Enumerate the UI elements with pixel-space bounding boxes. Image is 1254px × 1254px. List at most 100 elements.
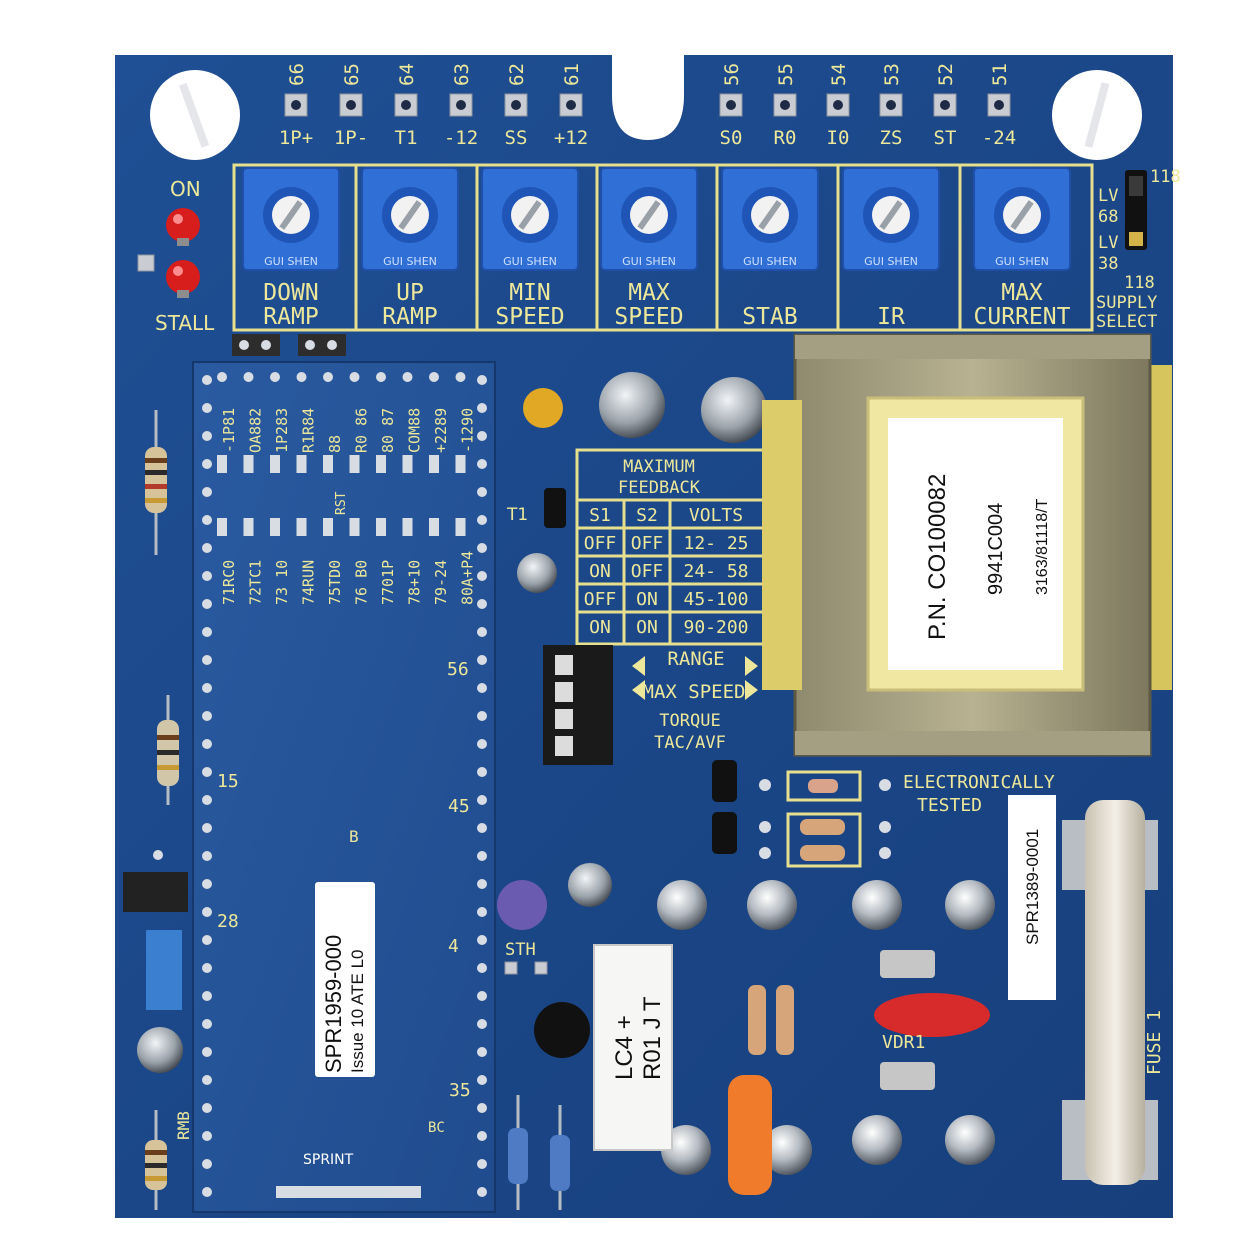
- left-components: [123, 410, 188, 1210]
- tested-line2: TESTED: [917, 795, 982, 816]
- feedback-cell: ON: [636, 589, 658, 610]
- trimmer-pot[interactable]: GUI SHEN: [481, 167, 579, 271]
- supply-118-top: 118: [1150, 167, 1181, 187]
- terminal-number: 53: [881, 63, 903, 86]
- pot-brand: GUI SHEN: [264, 255, 318, 268]
- terminal-number: 65: [341, 63, 363, 86]
- module-sprint-label: SPRINT: [303, 1152, 354, 1168]
- terminal-number: 63: [451, 63, 473, 86]
- module-pin-top: COM88: [406, 408, 424, 453]
- metal-cans: [497, 863, 995, 1210]
- pot-brand: GUI SHEN: [503, 255, 557, 268]
- terminal-label: -12: [444, 127, 478, 149]
- tested-line1: ELECTRONICALLY: [903, 772, 1055, 793]
- terminal-number: 61: [561, 63, 583, 86]
- feedback-cell: ON: [636, 617, 658, 638]
- feedback-header: VOLTS: [689, 505, 743, 526]
- led-stall-label: STALL: [155, 311, 215, 335]
- module-pin-top: 80 87: [379, 408, 397, 453]
- feedback-title-2: FEEDBACK: [618, 478, 701, 498]
- module-pin-bottom: 71RC0: [220, 560, 238, 605]
- terminal-number: 51: [989, 63, 1011, 86]
- fuse-label: FUSE 1: [1144, 1010, 1165, 1075]
- supply-select-jumper: [1125, 170, 1147, 250]
- power-resistor: [593, 944, 673, 1151]
- transformer-code: 9941C004: [985, 503, 1007, 595]
- pot-brand: GUI SHEN: [995, 255, 1049, 268]
- module-pin-bottom: 75TD0: [326, 560, 344, 605]
- module-num-28: 28: [217, 911, 239, 932]
- terminal-number: 52: [935, 63, 957, 86]
- led-indicators: [137, 208, 200, 298]
- transformer-date: 3163/81118/T: [1034, 498, 1051, 595]
- sth-label: STH: [505, 940, 536, 960]
- terminal-label: ZS: [880, 127, 903, 149]
- pot-label-line2: RAMP: [263, 304, 318, 330]
- trimmer-pot[interactable]: GUI SHEN: [721, 167, 819, 271]
- terminal-number: 54: [828, 63, 850, 86]
- dip-tac-avf-label: TAC/AVF: [654, 733, 726, 753]
- terminal-number: 66: [286, 63, 308, 86]
- module-pin-top: OA882: [247, 408, 265, 453]
- supply-lv38-a: LV: [1098, 233, 1118, 253]
- terminal-pads-top: 661P+651P-64T163-1262SS61+1256S055R054I0…: [279, 63, 1016, 149]
- pot-label-line1: MIN: [509, 280, 551, 306]
- pot-label-line2: RAMP: [382, 304, 437, 330]
- dip-arrows: [632, 656, 758, 700]
- transformer: [762, 333, 1172, 757]
- dip-max-speed-label: MAX SPEED: [643, 681, 746, 703]
- vdr-label: VDR1: [882, 1032, 925, 1053]
- module-pin-bottom: 73 10: [273, 560, 291, 605]
- supply-select-l1: SUPPLY: [1096, 293, 1157, 313]
- power-resistor-l2: R01 J T: [639, 996, 666, 1080]
- trimmer-pot[interactable]: GUI SHEN: [973, 167, 1071, 271]
- feedback-cell: OFF: [584, 589, 617, 610]
- terminal-label: 1P+: [279, 127, 313, 149]
- trimmer-pot[interactable]: GUI SHEN: [600, 167, 698, 271]
- feedback-cell: ON: [589, 617, 611, 638]
- module-pin-top: -1290: [459, 408, 477, 453]
- pot-label-line1: DOWN: [263, 280, 318, 306]
- feedback-cell: OFF: [631, 561, 664, 582]
- supply-select-l2: SELECT: [1096, 312, 1157, 332]
- supply-lv68-b: 68: [1098, 207, 1118, 227]
- feedback-cell: OFF: [631, 533, 664, 554]
- terminal-label: 1P-: [334, 127, 368, 149]
- trimmer-pot[interactable]: GUI SHEN: [842, 167, 940, 271]
- terminal-label: +12: [554, 127, 588, 149]
- pot-label-line1: UP: [396, 280, 424, 306]
- pot-label-line2: SPEED: [495, 304, 564, 330]
- module-num-45: 45: [448, 796, 470, 817]
- terminal-number: 56: [721, 63, 743, 86]
- terminal-label: ST: [934, 127, 957, 149]
- module-bc-label: BC: [428, 1120, 445, 1136]
- terminal-label: R0: [774, 127, 797, 149]
- pot-label-line1: MAX: [628, 280, 670, 306]
- trimmer-pot[interactable]: GUI SHEN: [361, 167, 459, 271]
- pot-frame: [232, 163, 1094, 332]
- feedback-cell: 45-100: [683, 589, 748, 610]
- module-pin-bottom: 78+10: [406, 560, 424, 605]
- module-num-56: 56: [447, 659, 469, 680]
- dip-range-label: RANGE: [667, 648, 724, 670]
- module-pin-top: +2289: [432, 408, 450, 453]
- feedback-cell: 24- 58: [683, 561, 748, 582]
- module-pin-bottom: 76 B0: [353, 560, 371, 605]
- capacitors-top: [517, 372, 767, 593]
- terminal-label: S0: [720, 127, 743, 149]
- trimmer-pot[interactable]: GUI SHEN: [242, 167, 340, 271]
- led-on-label: ON: [170, 177, 201, 201]
- control-module: [192, 361, 496, 1213]
- spr-label-sticker: [1008, 795, 1056, 1000]
- supply-lv68-a: LV: [1098, 186, 1118, 206]
- module-sticker-line1: SPR1959-000: [321, 935, 346, 1073]
- pot-label-line1: MAX: [1001, 280, 1043, 306]
- pot-brand: GUI SHEN: [864, 255, 918, 268]
- terminal-label: SS: [505, 127, 528, 149]
- pot-label-line2: STAB: [742, 304, 797, 330]
- dip-torque-label: TORQUE: [659, 711, 720, 731]
